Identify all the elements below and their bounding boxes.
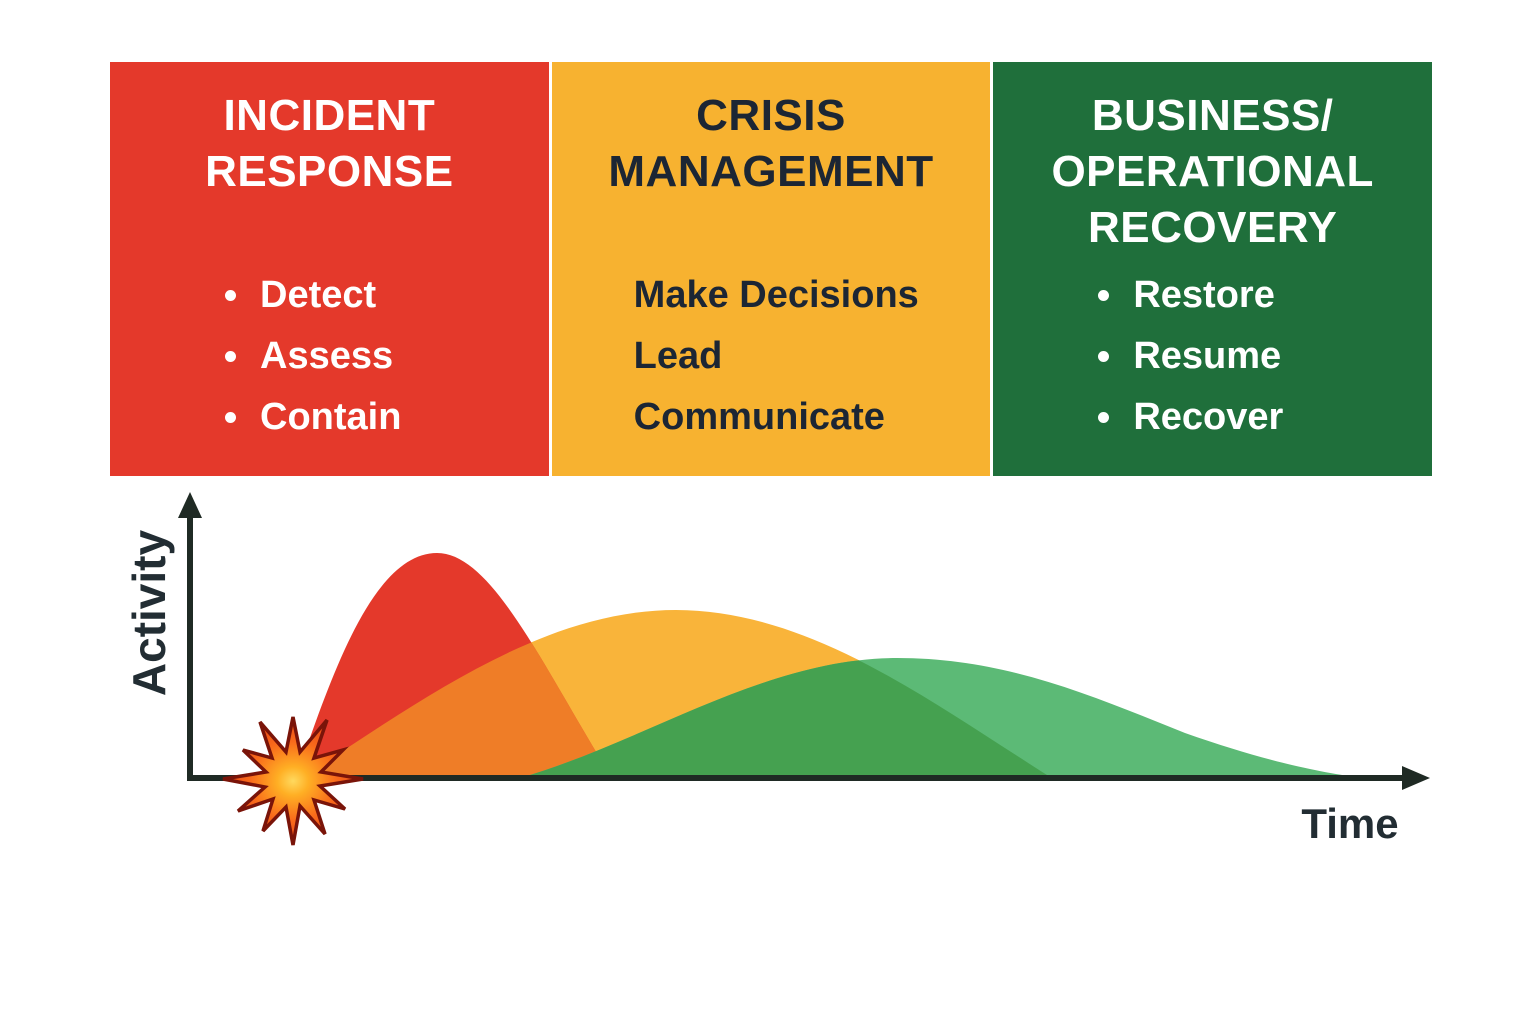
phase-title-line: BUSINESS/ — [1091, 91, 1334, 140]
list-item: Recover — [1098, 398, 1412, 436]
activity-time-chart — [178, 492, 1430, 846]
phase-items-business-operational-recovery: Restore Resume Recover — [1013, 276, 1412, 459]
list-item: Lead — [633, 335, 723, 377]
list-item: Resume — [1098, 337, 1412, 375]
phase-box-crisis-management: CRISIS MANAGEMENT Make Decisions Lead Co… — [551, 62, 991, 476]
y-axis-arrowhead-icon — [178, 492, 202, 518]
phase-title-line: MANAGEMENT — [608, 147, 934, 196]
phase-title-incident-response: INCIDENT RESPONSE — [130, 88, 529, 260]
phase-title-line: RECOVERY — [1088, 203, 1338, 252]
explosion-starburst-icon — [222, 716, 364, 846]
y-axis-label: Activity — [123, 529, 175, 697]
phase-title-line: CRISIS — [696, 91, 846, 140]
list-item: Contain — [225, 398, 529, 436]
phase-title-line: OPERATIONAL — [1051, 147, 1374, 196]
list-item: Detect — [225, 276, 529, 314]
phase-title-business-operational-recovery: BUSINESS/ OPERATIONAL RECOVERY — [1013, 88, 1412, 260]
phase-title-line: RESPONSE — [205, 147, 454, 196]
list-item: Communicate — [633, 396, 885, 438]
list-item: Make Decisions — [633, 274, 919, 316]
phase-items-incident-response: Detect Assess Contain — [130, 276, 529, 459]
phase-boxes-row: INCIDENT RESPONSE Detect Assess Contain … — [110, 62, 1433, 476]
phase-items-crisis-management: Make Decisions Lead Communicate — [572, 276, 971, 459]
phase-box-business-operational-recovery: BUSINESS/ OPERATIONAL RECOVERY Restore R… — [993, 62, 1433, 476]
x-axis-label: Time — [1301, 800, 1399, 847]
list-item: Restore — [1098, 276, 1412, 314]
phase-title-crisis-management: CRISIS MANAGEMENT — [572, 88, 971, 260]
x-axis-arrowhead-icon — [1402, 766, 1430, 790]
phase-title-line: INCIDENT — [223, 91, 436, 140]
green-yellow-overlap-region — [520, 658, 1055, 778]
list-item: Assess — [225, 337, 529, 375]
phase-box-incident-response: INCIDENT RESPONSE Detect Assess Contain — [110, 62, 549, 476]
